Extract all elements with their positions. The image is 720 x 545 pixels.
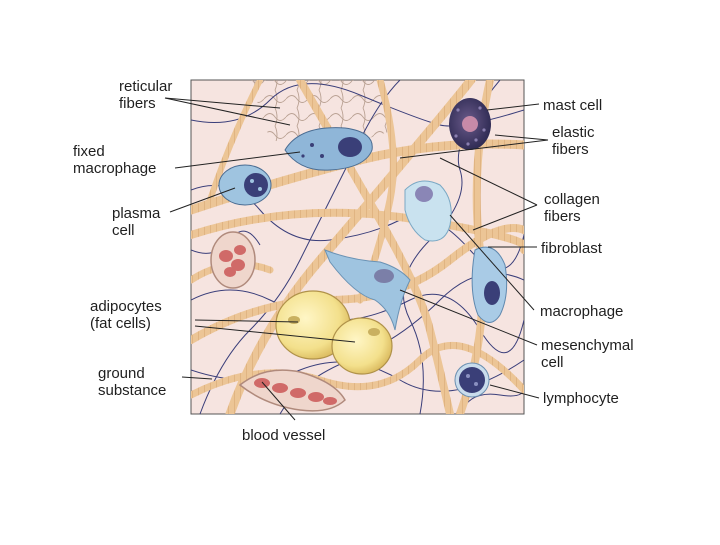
label-macrophage: macrophage (540, 303, 623, 320)
label-lymphocyte: lymphocyte (543, 390, 619, 407)
label-collagen-fibers: collagen fibers (544, 191, 600, 225)
label-line: macrophage (73, 160, 157, 177)
label-line: plasma (112, 205, 161, 222)
label-line: substance (98, 382, 167, 399)
label-line: ground (98, 365, 145, 382)
label-line: fibers (544, 208, 581, 225)
adipocyte-cells (275, 290, 393, 375)
label-leader-lines (164, 97, 549, 421)
label-line: reticular (119, 78, 173, 95)
label-adipocytes: adipocytes (fat cells) (90, 298, 162, 332)
fibroblast-cell-body (404, 180, 452, 242)
label-line: fibers (552, 141, 589, 158)
mesenchymal-cell-body (324, 249, 411, 331)
blood-vessel-lumen (238, 369, 346, 412)
label-line: blood vessel (242, 427, 326, 444)
fixed-macrophage-cell (284, 127, 373, 171)
lymphocyte-cell-body (454, 362, 490, 398)
label-plasma-cell: plasma cell (112, 205, 160, 239)
label-line: fixed (73, 143, 105, 160)
label-line: cell (541, 354, 564, 371)
label-ground-substance: ground substance (98, 365, 166, 399)
label-line: cell (112, 222, 135, 239)
label-line: lymphocyte (543, 390, 619, 407)
mast-cell-body (449, 98, 491, 150)
label-line: fibroblast (541, 240, 602, 257)
label-line: collagen (544, 191, 600, 208)
label-reticular-fibers: reticular fibers (119, 78, 172, 112)
label-fibroblast: fibroblast (541, 240, 602, 257)
label-line: fibers (119, 95, 156, 112)
label-blood-vessel: blood vessel (242, 427, 325, 444)
macrophage-cell-body (471, 246, 508, 323)
label-line: adipocytes (90, 298, 162, 315)
label-line: macrophage (540, 303, 624, 320)
label-line: mesenchymal (541, 337, 634, 354)
capillary-upper (210, 231, 256, 289)
label-mast-cell: mast cell (543, 97, 602, 114)
plasma-cell-body (218, 164, 272, 206)
label-fixed-macrophage: fixed macrophage (73, 143, 156, 177)
label-line: mast cell (543, 97, 603, 114)
label-line: elastic (552, 124, 595, 141)
label-elastic-fibers: elastic fibers (552, 124, 595, 158)
label-mesenchymal-cell: mesenchymal cell (541, 337, 634, 371)
label-line: (fat cells) (90, 315, 151, 332)
